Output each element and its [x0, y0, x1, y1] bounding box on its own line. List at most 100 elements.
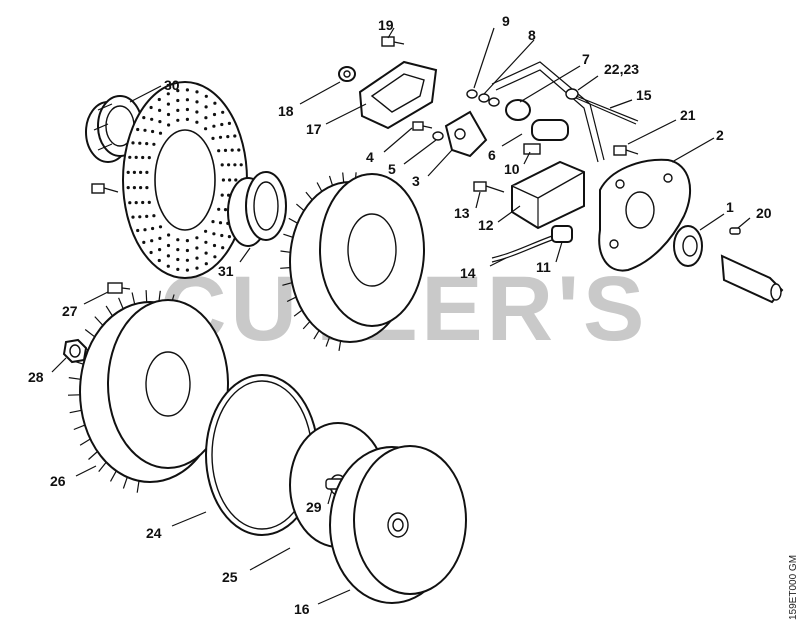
disk-hole	[237, 148, 241, 152]
disk-hole	[158, 236, 162, 240]
part-26-flywheel	[67, 290, 229, 493]
part-31-ring	[227, 171, 287, 247]
callout-1: 1	[726, 199, 734, 215]
disk-hole	[128, 201, 132, 205]
flywheel-fin	[283, 233, 294, 238]
disk-hole	[149, 250, 153, 255]
flywheel-fin	[88, 451, 98, 460]
disk-hole	[176, 89, 180, 93]
flywheel-fin	[145, 290, 148, 303]
disk-hole	[166, 92, 170, 96]
disk-hole	[220, 233, 224, 238]
disk-hole	[195, 120, 199, 124]
part-10-condenser	[523, 119, 569, 155]
flywheel-fin	[296, 203, 305, 212]
disk-hole	[157, 258, 161, 263]
flywheel-fin	[342, 172, 345, 183]
disk-hole	[227, 121, 231, 125]
callout-16: 16	[294, 601, 310, 617]
disk-hole	[145, 214, 149, 218]
part-4-screw	[412, 121, 433, 131]
disk-hole	[195, 90, 199, 94]
part-22-23-fitting	[565, 88, 579, 100]
callout-13: 13	[454, 205, 470, 221]
disk-hole	[147, 200, 151, 204]
flywheel-fin	[118, 297, 124, 310]
disk-hole	[213, 101, 217, 105]
callout-20: 20	[756, 205, 772, 221]
disk-hole	[166, 112, 171, 117]
callout-24: 24	[146, 525, 162, 541]
part-15-wire	[575, 95, 639, 125]
disk-hole	[150, 239, 154, 243]
flywheel-fin	[94, 316, 104, 326]
callout-4: 4	[366, 149, 374, 165]
flywheel-fin	[316, 182, 323, 192]
disk-hole	[134, 155, 138, 159]
part-2-plate	[598, 158, 692, 272]
flywheel-fin	[68, 377, 81, 380]
flywheel-fin	[286, 296, 297, 303]
disk-hole	[217, 207, 221, 211]
flywheel-fin	[338, 340, 342, 351]
part-3-breaker	[444, 110, 488, 158]
disk-hole	[204, 105, 208, 109]
disk-hole	[212, 112, 217, 117]
callout-5: 5	[388, 161, 396, 177]
disk-hole	[131, 215, 135, 219]
disk-hole	[143, 128, 147, 132]
flywheel-fin	[280, 267, 291, 269]
disk-hole	[126, 186, 130, 190]
callout-28: 28	[28, 369, 44, 385]
disk-hole	[220, 193, 224, 197]
flywheel-fin	[131, 292, 136, 305]
callout-10: 10	[504, 161, 520, 177]
disk-hole	[213, 255, 217, 259]
disk-hole	[185, 258, 189, 262]
callout-11: 11	[536, 259, 551, 275]
callout-9: 9	[502, 13, 510, 29]
disk-hole	[166, 264, 170, 268]
callout-labels: 30 19 18 17 9 8 7 22,23 15 21 2 4 5 3 6 …	[28, 13, 772, 617]
callout-31: 31	[218, 263, 234, 279]
disk-hole	[158, 108, 162, 112]
disk-hole	[227, 163, 231, 167]
flywheel-fin	[293, 309, 303, 317]
disk-hole	[204, 229, 208, 233]
part-9-8-washers	[466, 89, 500, 107]
disk-hole	[230, 148, 234, 152]
disk-hole	[195, 236, 199, 240]
disk-hole	[166, 102, 170, 106]
disk-hole	[221, 110, 225, 114]
disk-hole	[227, 235, 231, 239]
disk-hole	[221, 246, 225, 250]
callout-18: 18	[278, 103, 294, 119]
part-21-screw	[613, 145, 639, 156]
disk-hole	[145, 142, 149, 146]
callout-27: 27	[62, 303, 78, 319]
disk-hole	[138, 141, 142, 145]
flywheel-fin	[73, 424, 86, 431]
callout-3: 3	[412, 173, 420, 189]
leader-lines	[51, 27, 751, 605]
disk-hole	[141, 155, 145, 160]
upper-flywheel	[280, 172, 425, 351]
disk-hole	[145, 170, 149, 174]
perforated-disk	[122, 81, 248, 279]
disk-hole	[167, 233, 171, 237]
disk-hole	[150, 117, 154, 121]
part-28-nut	[62, 338, 88, 364]
disk-hole	[195, 100, 199, 104]
disk-hole	[132, 170, 136, 174]
disk-hole	[204, 116, 208, 120]
disk-hole	[152, 214, 156, 218]
disk-hole	[185, 107, 189, 112]
disk-hole	[166, 243, 171, 248]
disk-hole	[220, 122, 224, 127]
disk-hole	[167, 123, 171, 127]
part-5-washer	[432, 131, 444, 141]
part-20-key	[729, 227, 741, 235]
callout-2: 2	[716, 127, 724, 143]
disk-hole	[195, 266, 199, 270]
callout-19: 19	[378, 17, 394, 33]
